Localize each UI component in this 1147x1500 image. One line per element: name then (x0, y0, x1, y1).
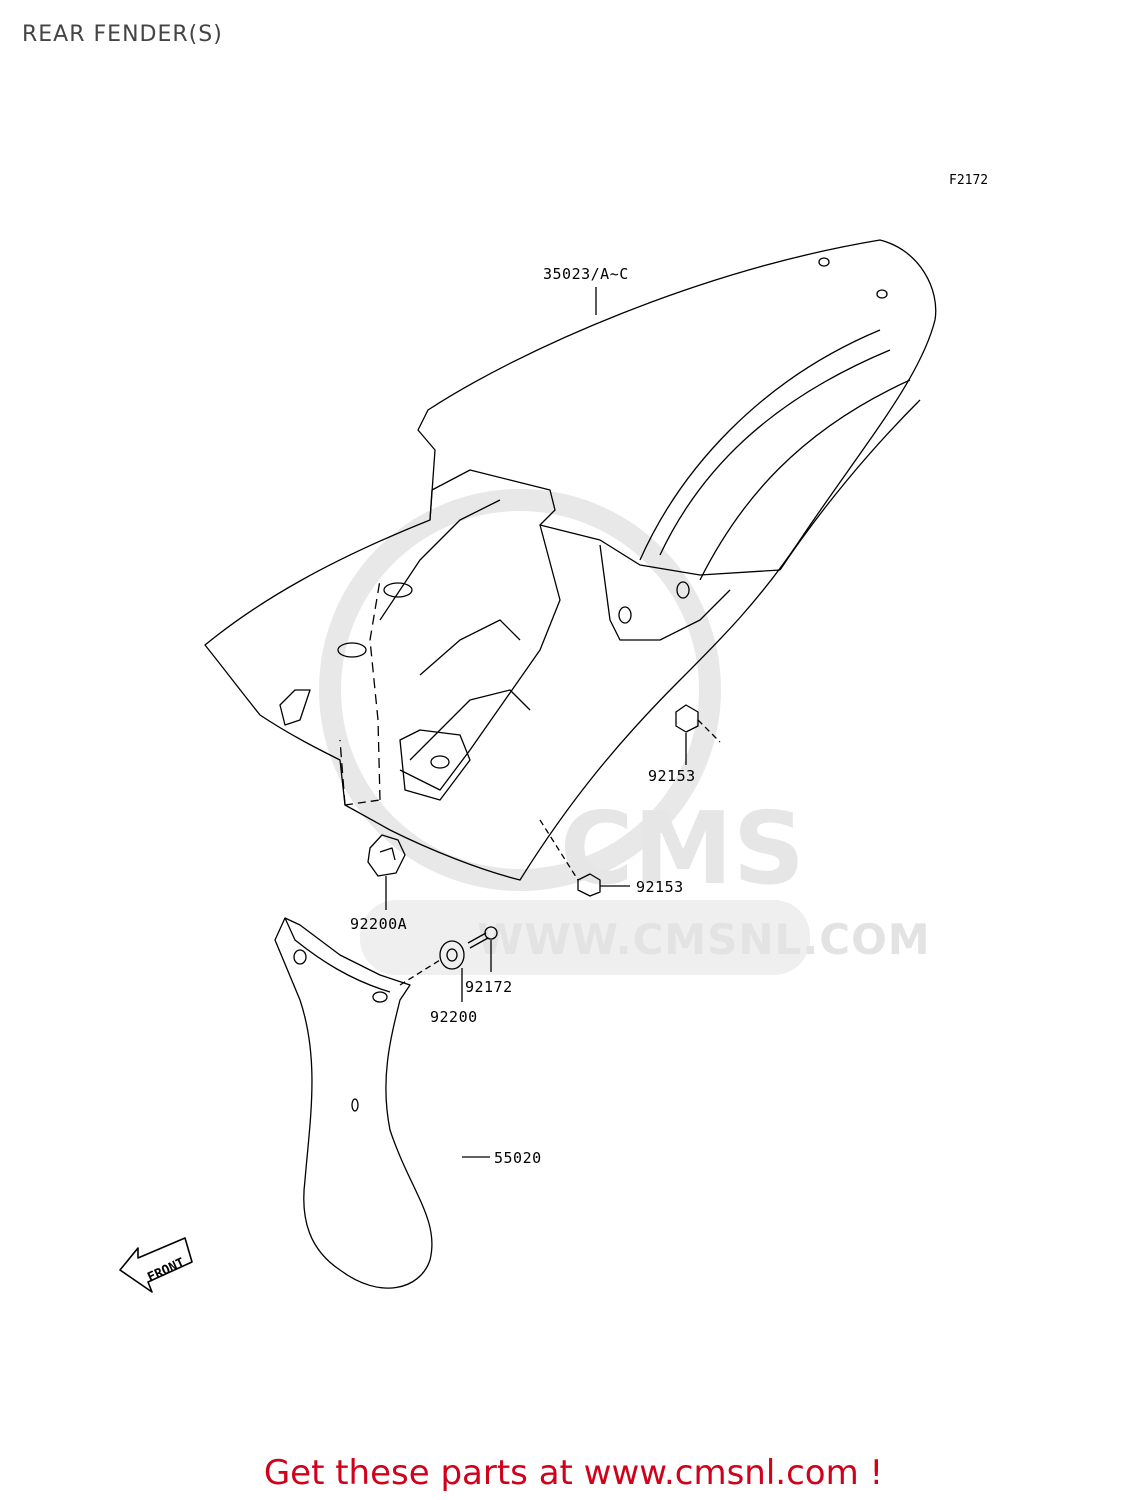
mud-flap-part (274, 917, 433, 1289)
part-label-92172[interactable]: 92172 (465, 978, 513, 996)
part-label-92200a[interactable]: 92200A (350, 915, 408, 933)
part-label-35023[interactable]: 35023/A~C (543, 265, 629, 283)
rear-fender-part (204, 239, 937, 881)
footer-link[interactable]: Get these parts at www.cmsnl.com ! (263, 1453, 884, 1493)
screw-92172 (467, 926, 498, 949)
washer-92200 (399, 940, 465, 986)
front-label: FRONT (145, 1255, 187, 1285)
part-label-92200[interactable]: 92200 (430, 1008, 478, 1026)
front-direction-arrow (119, 1237, 193, 1293)
bolt-92153-upper (675, 704, 721, 743)
part-label-55020[interactable]: 55020 (494, 1149, 542, 1167)
page-title: REAR FENDER(S) (22, 22, 223, 47)
clip-92200a (367, 834, 406, 877)
watermark-logo-text: CMS (560, 790, 805, 907)
watermark-url: WWW.CMSNL.COM (477, 915, 931, 964)
bolt-92153-lower (539, 819, 601, 897)
part-label-92153-upper[interactable]: 92153 (648, 767, 696, 785)
part-label-92153-lower[interactable]: 92153 (636, 878, 684, 896)
figure-code: F2172 (949, 173, 989, 188)
